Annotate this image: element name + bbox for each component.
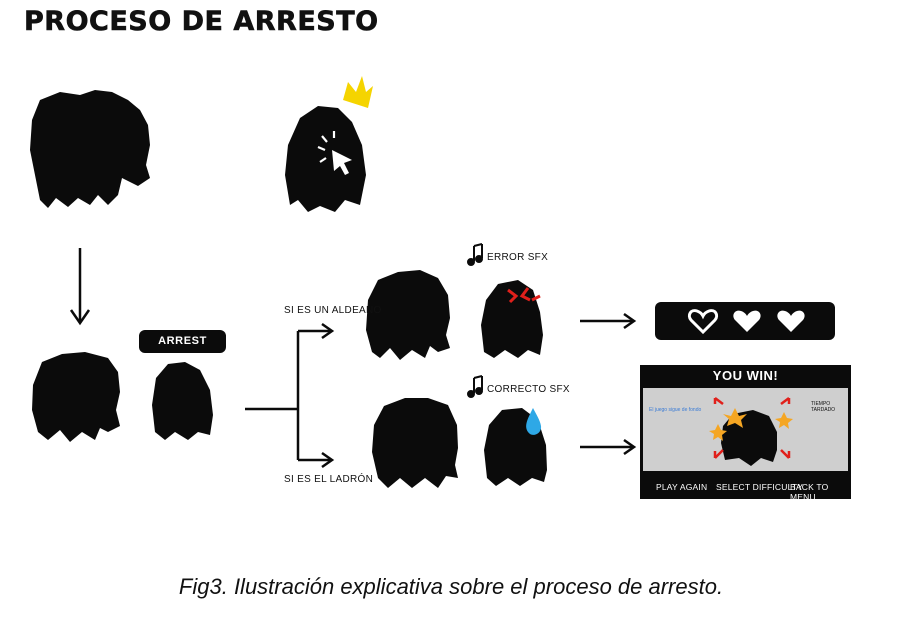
villager-silhouette-top [30,90,150,208]
thief-branch-label: SI ES EL LADRÓN [284,474,374,485]
anger-icon [507,287,541,304]
background-note: El juego sigue de fondo [649,407,702,413]
down-arrow [69,248,91,326]
heart-full-icon [777,310,805,332]
selected-character [285,76,373,212]
branch-arrows [245,322,335,469]
win-title: YOU WIN! [712,368,779,383]
play-again-button[interactable]: PLAY AGAIN [656,482,708,492]
hearts-row [687,309,805,335]
back-to-menu-button[interactable]: BACK TO MENU [790,482,829,502]
select-difficulty-button[interactable]: SELECT DIFFICULTY [716,482,804,492]
win-screen: YOU WIN! El juego sigue de fondo TIEMPO … [640,365,851,502]
music-note-icon-error [467,243,483,266]
heart-full-icon [733,310,761,332]
correct-sfx-label: CORRECTO SFX [487,384,570,395]
lives-bar [655,302,835,340]
win-character-art [709,397,793,466]
win-game-background: El juego sigue de fondo TIEMPO TARDADO [643,388,848,471]
suspect-silhouette [152,362,213,440]
diagram-title: PROCESO DE ARRESTO [24,6,379,38]
villager-silhouette-branch [366,270,450,360]
time-taken-label: TIEMPO TARDADO [811,401,836,413]
sweat-drop-icon [526,408,542,435]
error-sfx-label: ERROR SFX [487,252,549,263]
heart-empty-icon [687,309,719,335]
figure-caption: Fig3. Ilustración explicativa sobre el p… [178,574,724,599]
music-note-icon-correct [467,375,483,398]
arrest-button[interactable]: ARREST [139,330,226,353]
villager-silhouette-mid [32,352,120,442]
thief-villager-silhouette [372,398,458,488]
result-arrows [580,312,637,456]
villager-branch-label: SI ES UN ALDEANO [284,305,382,316]
